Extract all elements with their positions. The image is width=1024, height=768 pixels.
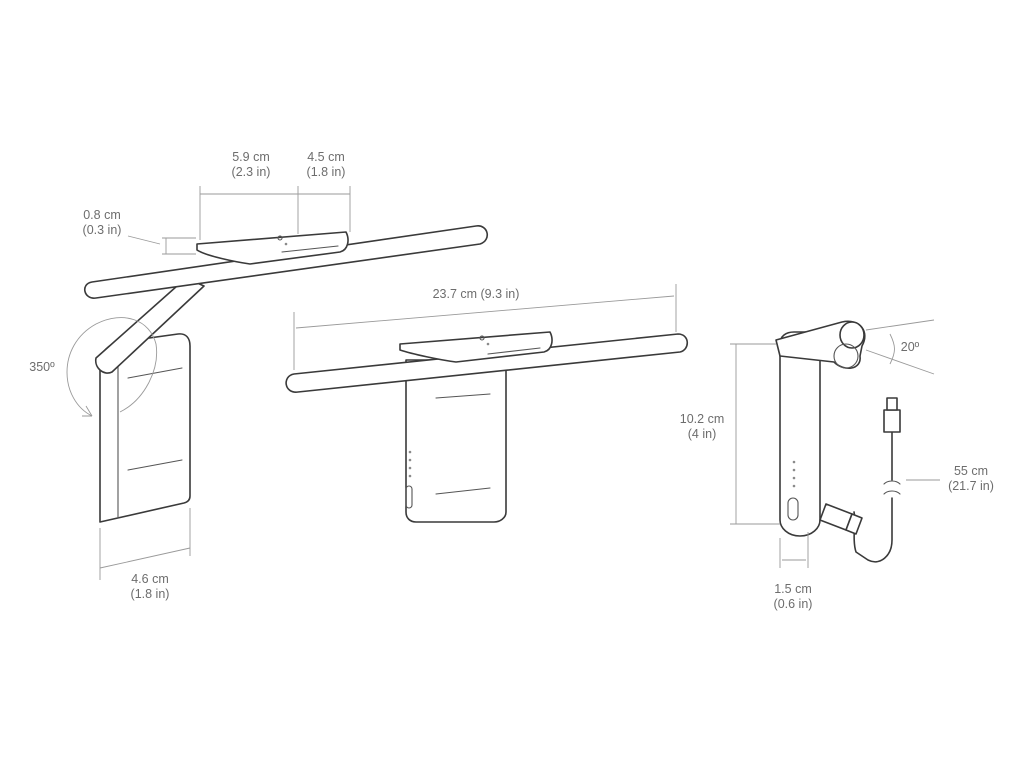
usb-cable xyxy=(853,431,893,563)
top-height-dimension xyxy=(127,235,196,255)
center-light-bar xyxy=(285,333,689,393)
top-width-b-metric: 4.5 cm xyxy=(307,150,345,164)
side-height-dimension xyxy=(730,343,780,525)
top-width-a-imperial: (2.3 in) xyxy=(231,165,271,179)
clip-slot-bottom xyxy=(127,459,183,471)
tilt-value: 20º xyxy=(900,340,920,354)
front-indicator xyxy=(408,450,412,454)
side-bar-end-top xyxy=(839,321,865,349)
bar-length-value: 23.7 cm (9.3 in) xyxy=(432,287,520,301)
usb-c-plug xyxy=(883,409,901,433)
plate-slot xyxy=(281,245,339,253)
front-slot-bottom xyxy=(435,487,491,495)
side-height-metric: 10.2 cm xyxy=(679,412,725,426)
clip-width-metric: 4.6 cm xyxy=(131,572,169,586)
usb-c-connector xyxy=(886,397,898,411)
tilt-label: 20º xyxy=(888,340,932,355)
left-light-bar xyxy=(84,225,488,299)
plate-led xyxy=(284,242,288,246)
side-height-label: 10.2 cm (4 in) xyxy=(668,412,736,442)
top-height-label: 0.8 cm (0.3 in) xyxy=(66,208,138,238)
clip-width-imperial: (1.8 in) xyxy=(130,587,170,601)
front-plate-slot xyxy=(487,347,541,355)
front-clip-body xyxy=(405,359,507,523)
rotation-value: 350º xyxy=(29,360,55,374)
rotation-label: 350º xyxy=(18,360,66,375)
bar-length-label: 23.7 cm (9.3 in) xyxy=(406,287,546,302)
side-depth-dimension xyxy=(779,532,809,568)
center-front-view xyxy=(285,284,689,523)
bar-length-dimension xyxy=(293,284,677,370)
side-body xyxy=(779,331,821,537)
cable-break-mark xyxy=(883,480,901,495)
tilt-dimension xyxy=(865,319,935,375)
usb-a-neck xyxy=(845,513,863,535)
side-depth-imperial: (0.6 in) xyxy=(773,597,813,611)
side-usb-port xyxy=(787,497,799,521)
clip-width-label: 4.6 cm (1.8 in) xyxy=(114,572,186,602)
right-side-view xyxy=(730,319,940,568)
top-width-b-imperial: (1.8 in) xyxy=(306,165,346,179)
side-depth-metric: 1.5 cm xyxy=(774,582,812,596)
rotation-arrowhead xyxy=(82,405,93,417)
front-slot-top xyxy=(435,393,491,399)
side-depth-label: 1.5 cm (0.6 in) xyxy=(760,582,826,612)
control-plate xyxy=(196,231,349,265)
plate-button xyxy=(277,235,283,241)
cable-length-imperial: (21.7 in) xyxy=(948,479,994,493)
top-height-metric: 0.8 cm xyxy=(83,208,121,222)
rotation-arrow xyxy=(66,317,158,417)
top-width-dimension xyxy=(199,186,351,240)
side-height-imperial: (4 in) xyxy=(687,427,717,441)
rotating-arm xyxy=(94,277,205,374)
clip-width-dimension xyxy=(99,508,191,580)
top-width-a-metric: 5.9 cm xyxy=(232,150,270,164)
cable-length-label: 55 cm (21.7 in) xyxy=(938,464,1004,494)
clip-slot-top xyxy=(127,367,183,379)
cable-length-metric: 55 cm xyxy=(953,464,989,478)
side-bar-end-tilted xyxy=(833,343,859,369)
top-width-b-label: 4.5 cm (1.8 in) xyxy=(290,150,362,180)
top-width-a-label: 5.9 cm (2.3 in) xyxy=(212,150,290,180)
front-usb-port xyxy=(405,485,413,509)
top-height-imperial: (0.3 in) xyxy=(82,223,122,237)
left-rotated-view xyxy=(66,186,488,580)
front-control-plate xyxy=(399,331,553,363)
